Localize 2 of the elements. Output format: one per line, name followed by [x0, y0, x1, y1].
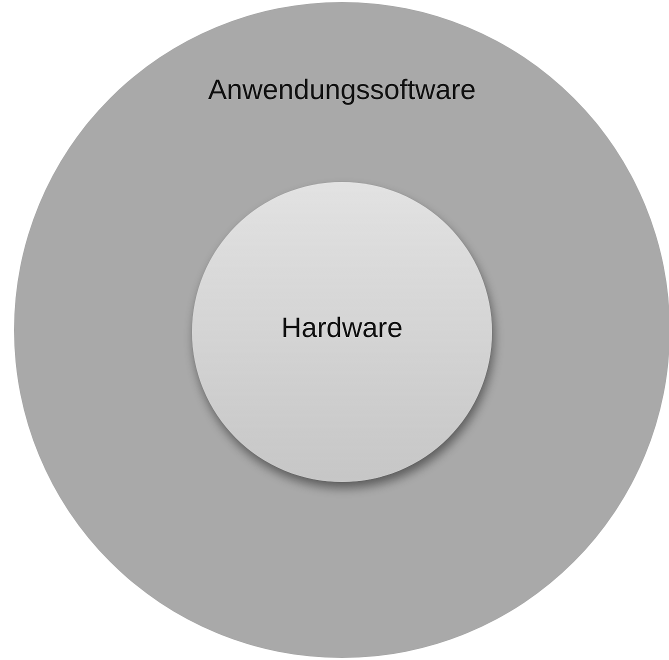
circle-label: Hardware: [281, 312, 403, 344]
circle-label: Anwendungssoftware: [208, 74, 476, 106]
